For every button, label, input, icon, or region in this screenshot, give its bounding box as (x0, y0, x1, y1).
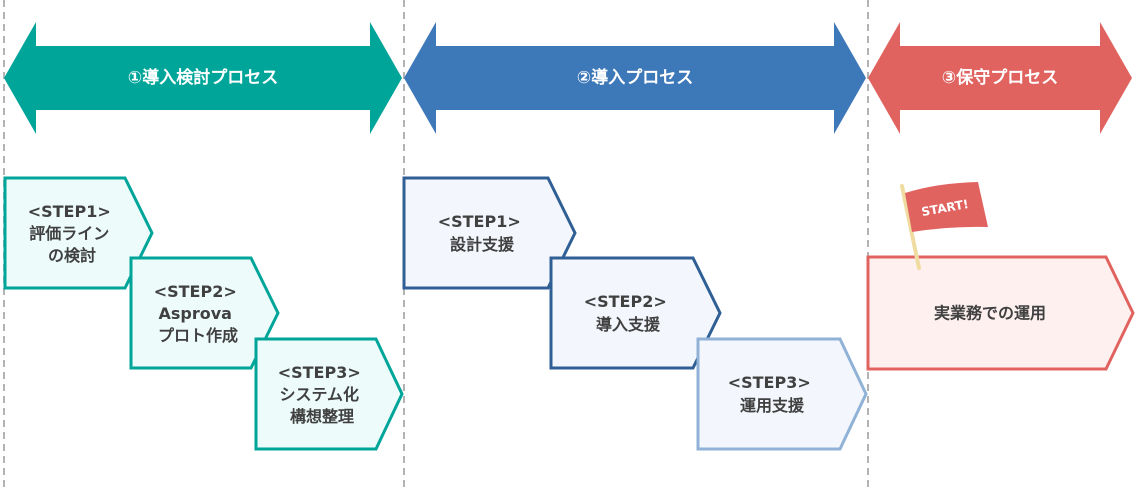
phase-2-label: ②導入プロセス (577, 67, 693, 88)
phase-2-step-1-text: <STEP1> 設計支援 (438, 212, 527, 254)
phase-1-step-1: <STEP1> 評価ライン の検討 (3, 176, 154, 290)
flag-pole (900, 184, 921, 270)
phase-1-step-3: <STEP3> システム化 構想整理 (254, 337, 404, 451)
phase-2-step-1-shape (402, 176, 577, 290)
phase-3-double-arrow (868, 22, 1132, 134)
phase-2-step-2: <STEP2> 導入支援 (549, 256, 722, 370)
phase-3-step-1: 実業務での運用 (866, 255, 1135, 371)
phase-2-step-3-text: <STEP3> 運用支援 (728, 373, 817, 415)
phase-1-step-2: <STEP2> Asprova プロト作成 (129, 256, 280, 370)
phase-1-step-3-shape (254, 337, 404, 451)
phase-3-step-1-text: 実業務での運用 (934, 304, 1046, 323)
phase-3-step-1-shape (866, 255, 1135, 371)
phase-2-step-2-text: <STEP2> 導入支援 (584, 292, 673, 334)
phase-1-step-2-text: <STEP2> Asprova プロト作成 (154, 282, 243, 345)
phase-1-step-3-text: <STEP3> システム化 構想整理 (278, 363, 367, 426)
phase-2-banner: ②導入プロセス (404, 22, 866, 134)
phase-1-double-arrow (4, 22, 402, 134)
flag-cloth (905, 182, 988, 232)
start-flag: START! (900, 182, 988, 270)
phase-2-step-2-shape (549, 256, 722, 370)
phase-1-step-1-text: <STEP1> 評価ライン の検討 (28, 202, 117, 265)
phase-2-step-3-shape (696, 337, 868, 451)
phase-3-label: ③保守プロセス (942, 67, 1058, 88)
phase-3-banner: ③保守プロセス (868, 22, 1132, 134)
phase-1-banner: ①導入検討プロセス (4, 22, 402, 134)
phase-2-double-arrow (404, 22, 866, 134)
phase-1-label: ①導入検討プロセス (128, 67, 278, 88)
phase-2-step-3: <STEP3> 運用支援 (696, 337, 868, 451)
phase-2-step-1: <STEP1> 設計支援 (402, 176, 577, 290)
